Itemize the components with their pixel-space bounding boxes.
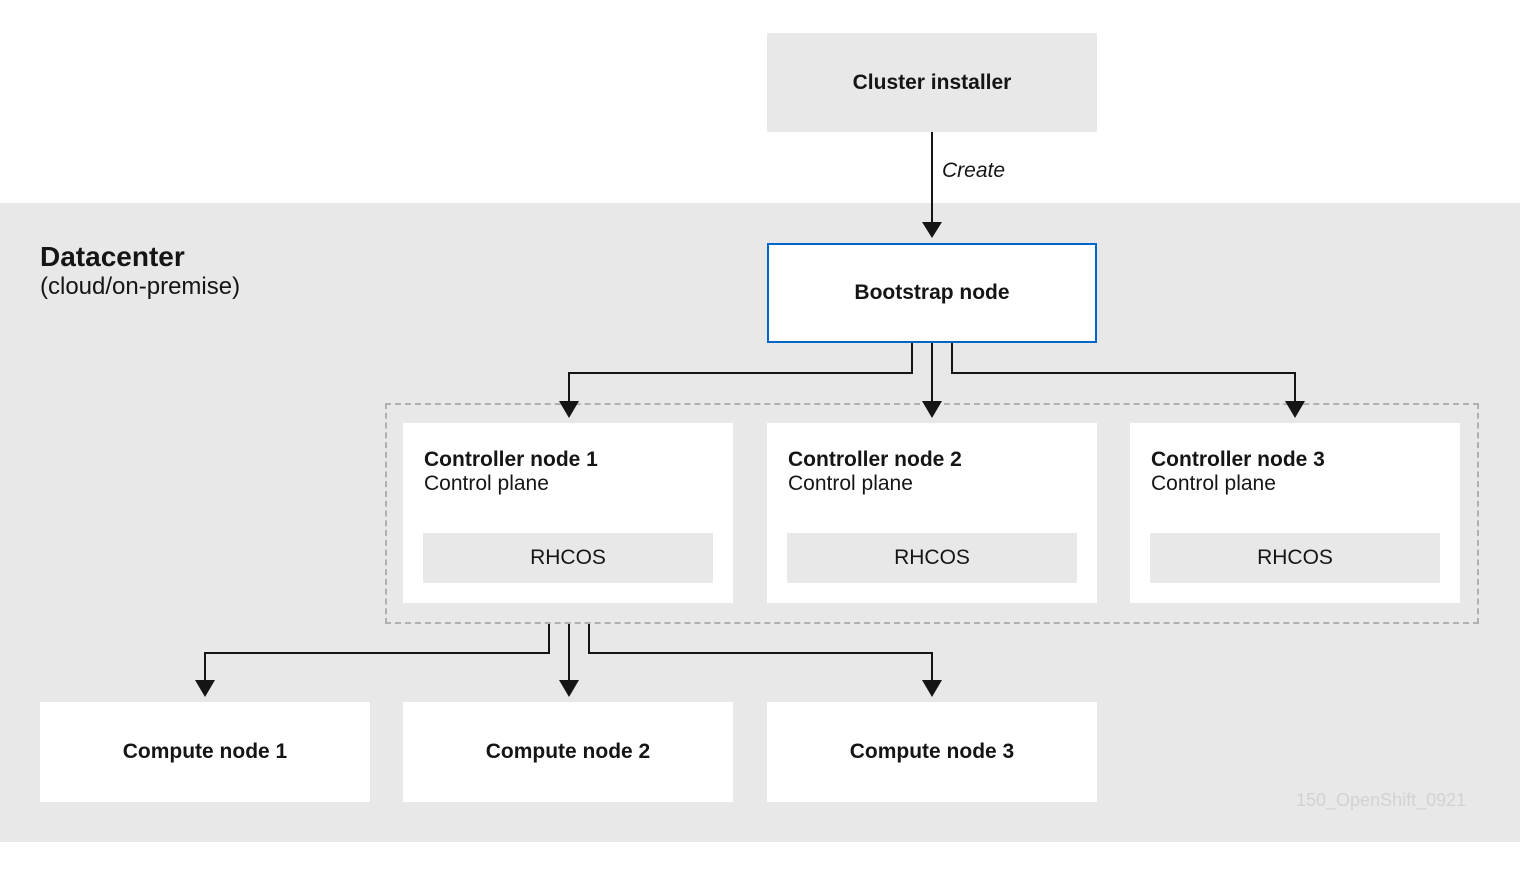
- controller-node-role: Control plane: [788, 472, 913, 495]
- arrowhead: [559, 680, 579, 697]
- datacenter-title: Datacenter: [40, 241, 185, 272]
- rhcos-box: RHCOS: [423, 533, 713, 583]
- arrowhead: [922, 401, 942, 418]
- rhcos-box: RHCOS: [787, 533, 1077, 583]
- controller-node-title: Controller node 1: [424, 448, 598, 471]
- bootstrap-node-box: Bootstrap node: [767, 243, 1097, 343]
- compute-node-1: Compute node 1: [40, 702, 370, 802]
- controller-node-3: Controller node 3 Control plane RHCOS: [1130, 423, 1460, 603]
- controller-node-title: Controller node 2: [788, 448, 962, 471]
- compute-node-label: Compute node 2: [485, 740, 651, 763]
- arrowhead: [1285, 401, 1305, 418]
- arrow-control-plane-to-compute-1: [204, 624, 550, 681]
- controller-node-2: Controller node 2 Control plane RHCOS: [767, 423, 1097, 603]
- datacenter-subtitle: (cloud/on-premise): [40, 273, 241, 300]
- arrowhead: [195, 680, 215, 697]
- arrow-bootstrap-to-controller-1: [568, 343, 913, 402]
- rhcos-label: RHCOS: [1257, 546, 1333, 569]
- compute-node-2: Compute node 2: [403, 702, 733, 802]
- rhcos-label: RHCOS: [530, 546, 606, 569]
- figure-id-watermark: 150_OpenShift_0921: [1296, 790, 1467, 810]
- arrowhead: [922, 222, 942, 238]
- cluster-installer-label: Cluster installer: [852, 70, 1012, 94]
- arrowhead: [559, 401, 579, 418]
- rhcos-label: RHCOS: [894, 546, 970, 569]
- create-edge-label: Create: [942, 159, 1006, 182]
- controller-node-role: Control plane: [1151, 472, 1276, 495]
- arrow-control-plane-to-compute-3: [588, 624, 933, 681]
- rhcos-box: RHCOS: [1150, 533, 1440, 583]
- compute-node-label: Compute node 1: [122, 740, 288, 763]
- controller-node-role: Control plane: [424, 472, 549, 495]
- controller-node-title: Controller node 3: [1151, 448, 1325, 471]
- bootstrap-node-label: Bootstrap node: [854, 281, 1010, 304]
- compute-node-label: Compute node 3: [849, 740, 1015, 763]
- arrow-bootstrap-to-controller-3: [951, 343, 1296, 402]
- cluster-installer-box: Cluster installer: [767, 33, 1097, 132]
- arrowhead: [922, 680, 942, 697]
- compute-node-3: Compute node 3: [767, 702, 1097, 802]
- controller-node-1: Controller node 1 Control plane RHCOS: [403, 423, 733, 603]
